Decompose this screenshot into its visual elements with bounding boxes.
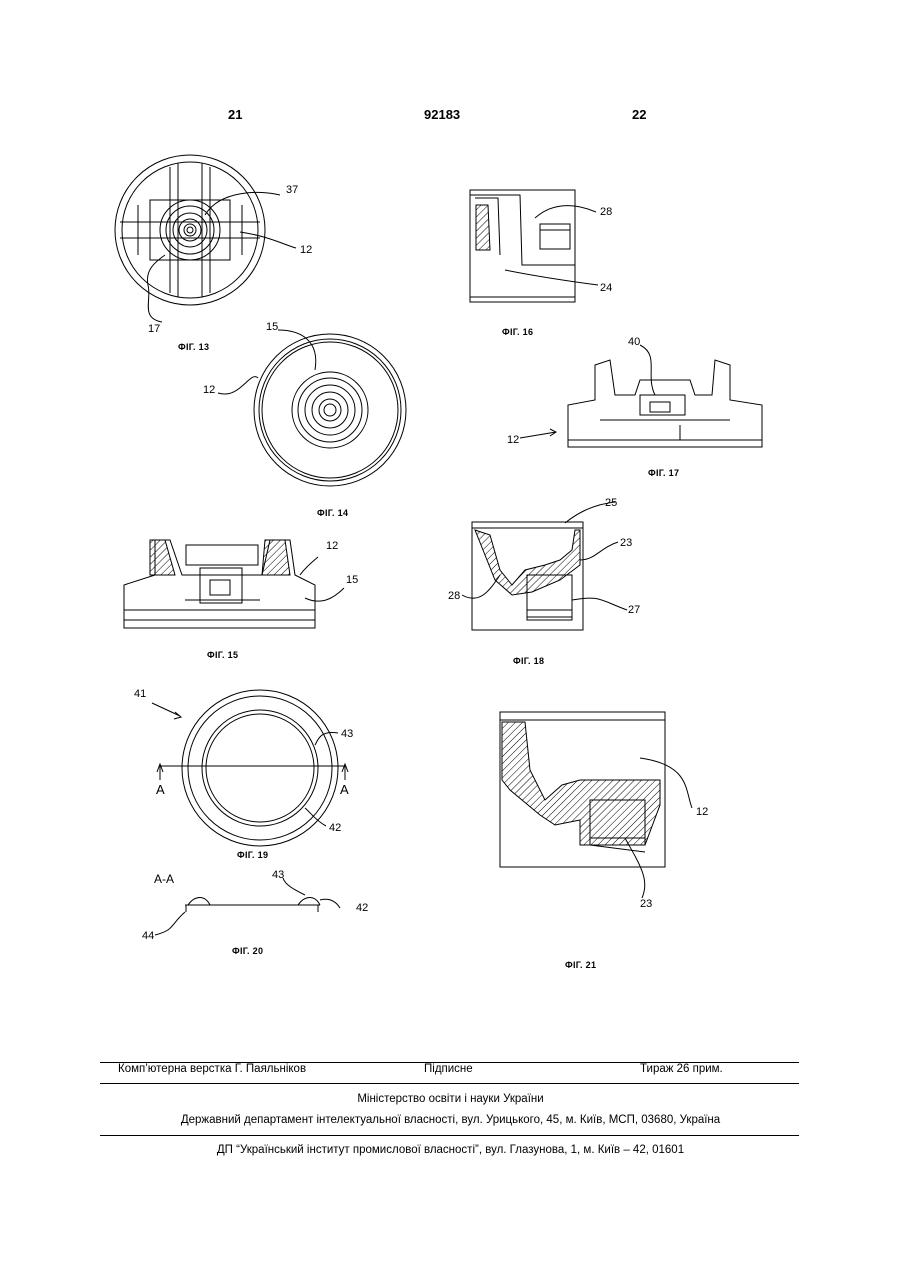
ref-12: 12 [507, 434, 519, 446]
section-mark-a-right: A [340, 784, 349, 796]
fig-13-caption: ФІГ. 13 [178, 342, 209, 352]
footer-typesetter: Комп’ютерна верстка Г. Паяльніков [118, 1063, 306, 1075]
fig-17-caption: ФІГ. 17 [648, 468, 679, 478]
ref-25: 25 [605, 497, 617, 509]
fig16-drawing [470, 190, 598, 302]
ref-43: 43 [272, 869, 284, 881]
fig15-drawing [124, 540, 344, 628]
ref-15: 15 [266, 321, 278, 333]
fig13-drawing [115, 155, 296, 322]
ref-28: 28 [600, 206, 612, 218]
ref-24: 24 [600, 282, 612, 294]
footer-signed: Підписне [424, 1063, 473, 1075]
fig21-drawing [500, 712, 692, 898]
fig-15-caption: ФІГ. 15 [207, 650, 238, 660]
fig-18-caption: ФІГ. 18 [513, 656, 544, 666]
fig14-drawing [218, 330, 406, 486]
ref-27: 27 [628, 604, 640, 616]
fig18-drawing [462, 502, 627, 630]
ref-12: 12 [696, 806, 708, 818]
footer-rule-middle [100, 1083, 799, 1084]
ref-37: 37 [286, 184, 298, 196]
ref-15: 15 [346, 574, 358, 586]
fig19-drawing [152, 690, 348, 846]
ref-42: 42 [329, 822, 341, 834]
ref-43: 43 [341, 728, 353, 740]
ref-23: 23 [640, 898, 652, 910]
ref-12: 12 [203, 384, 215, 396]
footer-rule-bottom [100, 1135, 799, 1136]
fig17-drawing [520, 345, 762, 447]
fig-19-caption: ФІГ. 19 [237, 850, 268, 860]
ref-42: 42 [356, 902, 368, 914]
fig-21-caption: ФІГ. 21 [565, 960, 596, 970]
section-mark-a-left: A [156, 784, 165, 796]
section-label-a-a: A-A [154, 873, 174, 885]
ref-41: 41 [134, 688, 146, 700]
ref-40: 40 [628, 336, 640, 348]
footer-circulation: Тираж 26 прим. [640, 1063, 723, 1075]
fig-14-caption: ФІГ. 14 [317, 508, 348, 518]
ref-12: 12 [326, 540, 338, 552]
ref-23: 23 [620, 537, 632, 549]
fig20-drawing [155, 878, 340, 935]
ref-12: 12 [300, 244, 312, 256]
fig-16-caption: ФІГ. 16 [502, 327, 533, 337]
ref-28: 28 [448, 590, 460, 602]
ref-44: 44 [142, 930, 154, 942]
ref-17: 17 [148, 323, 160, 335]
footer-institute: ДП “Український інститут промислової вла… [0, 1144, 901, 1156]
footer-department: Державний департамент інтелектуальної вл… [0, 1114, 901, 1126]
fig-20-caption: ФІГ. 20 [232, 946, 263, 956]
footer-ministry: Міністерство освіти і науки України [0, 1093, 901, 1105]
